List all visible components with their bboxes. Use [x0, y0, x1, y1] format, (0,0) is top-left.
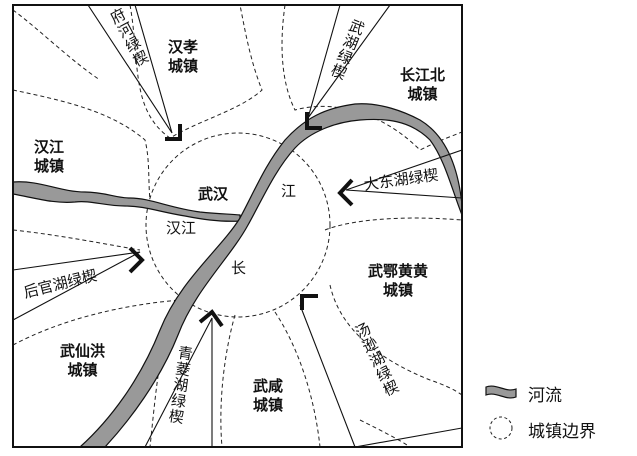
fuhe-wedge [87, 5, 173, 134]
center-label-hanjiang-river: 汉江 [166, 219, 197, 237]
changjiangbei-boundary [281, 5, 462, 151]
wuxian-right-boundary [274, 311, 321, 447]
wuehuanghuang-upper-boundary [324, 217, 462, 231]
town-label-changjiangbei: 长江北 城镇 [400, 66, 446, 103]
town-label-wuehuanghuang: 武鄂黄黄 城镇 [368, 262, 429, 299]
qinglinghu-tip-icon [198, 309, 224, 328]
hanxiao-boundary [129, 5, 263, 139]
center-label-chang: 长 [231, 259, 247, 277]
center-label-jiang: 江 [281, 182, 297, 200]
town-label-hanjiang: 汉江 城镇 [34, 138, 65, 175]
center-label-wuhan: 武汉 [198, 185, 229, 203]
tangxunhu-tip-icon [300, 294, 318, 310]
wedge-tips [128, 112, 354, 328]
hanjiang-top-boundary [13, 9, 101, 81]
hanjiang-river-shape [13, 181, 241, 222]
wuhu-tip-icon [305, 112, 322, 130]
fuhe-tip-icon [165, 124, 182, 141]
dadonghu-tip-icon [337, 178, 354, 207]
hanjiang-lower-boundary [13, 229, 141, 251]
tangxunhu-wedge [299, 304, 462, 447]
greenway-wedges [13, 5, 462, 447]
wuxianhong-upper-boundary [13, 299, 181, 346]
town-label-hanxiao: 汉孝 城镇 [168, 38, 199, 75]
town-label-wuxian: 武咸 城镇 [253, 377, 284, 414]
legend-river-label: 河流 [528, 386, 562, 406]
legend-river-icon [485, 385, 517, 399]
central-boundary [145, 132, 331, 318]
dadonghu-wedge [345, 149, 462, 199]
town-label-wuxianhong: 武仙洪 城镇 [60, 342, 106, 379]
legend-boundary-label: 城镇边界 [528, 422, 596, 442]
qinglinghu-wedge [144, 317, 213, 447]
legend-symbols [485, 385, 517, 440]
houguanhu-tip-icon [128, 246, 145, 274]
hanjiang-upper-boundary [13, 89, 151, 201]
legend-boundary-icon [489, 416, 513, 440]
houguanhu-wedge [13, 251, 141, 321]
map-frame [12, 4, 463, 448]
